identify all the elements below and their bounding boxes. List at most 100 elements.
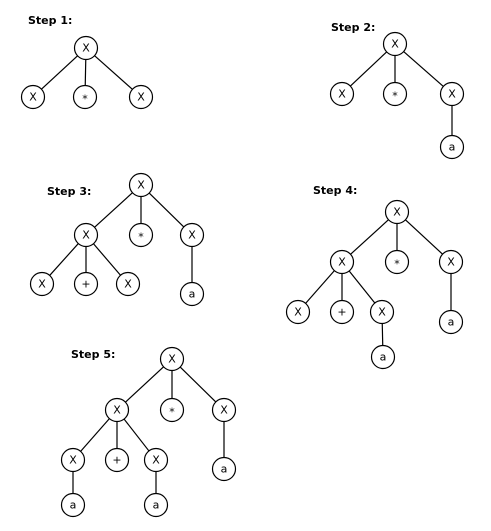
nonterminal-x-node: X xyxy=(73,35,99,61)
node-label: X xyxy=(69,454,77,467)
node-label: X xyxy=(113,404,121,417)
node-label: * xyxy=(82,93,88,106)
terminal-a-node: a xyxy=(211,456,237,482)
tree-edge xyxy=(148,192,185,228)
node-label: X xyxy=(82,229,90,242)
node-circle xyxy=(143,492,169,518)
nonterminal-x-node: X xyxy=(179,222,205,248)
nonterminal-x-node: X xyxy=(20,84,46,110)
step-5-title: Step 5: xyxy=(71,348,115,361)
step-1-title: Step 1: xyxy=(28,14,72,27)
node-circle xyxy=(128,84,154,110)
times-symbol-node: * xyxy=(128,222,154,248)
node-label: X xyxy=(220,404,228,417)
node-label: a xyxy=(448,316,455,329)
tree-edge xyxy=(179,366,217,403)
tree-edge xyxy=(125,366,164,403)
node-label: + xyxy=(337,306,346,319)
node-circle xyxy=(384,249,410,275)
node-label: * xyxy=(138,231,144,244)
tree-edge xyxy=(405,219,443,255)
node-label: X xyxy=(152,454,160,467)
node-circle xyxy=(329,299,355,325)
terminal-a-node: a xyxy=(179,281,205,307)
node-circle xyxy=(60,492,86,518)
node-circle xyxy=(382,31,408,57)
node-circle xyxy=(104,397,130,423)
node-circle xyxy=(73,222,99,248)
node-circle xyxy=(285,299,311,325)
node-label: X xyxy=(448,88,456,101)
node-circle xyxy=(369,299,395,325)
node-label: X xyxy=(82,42,90,55)
nonterminal-x-node: X xyxy=(128,84,154,110)
node-label: a xyxy=(221,463,228,476)
nonterminal-x-node: X xyxy=(329,249,355,275)
step-4-title: Step 4: xyxy=(313,184,357,197)
nonterminal-x-node: X xyxy=(73,222,99,248)
node-label: * xyxy=(392,90,398,103)
node-circle xyxy=(72,84,98,110)
node-label: a xyxy=(380,351,387,364)
terminal-a-node: a xyxy=(143,492,169,518)
plus-symbol-node: + xyxy=(329,299,355,325)
tree-edge xyxy=(305,270,335,304)
nonterminal-x-node: X xyxy=(438,249,464,275)
nonterminal-x-node: X xyxy=(115,271,141,297)
node-circle xyxy=(211,456,237,482)
node-label: X xyxy=(393,206,401,219)
times-symbol-node: * xyxy=(384,249,410,275)
node-circle xyxy=(128,172,154,198)
nonterminal-x-node: X xyxy=(384,199,410,225)
nonterminal-x-node: X xyxy=(329,81,355,107)
terminal-a-node: a xyxy=(439,134,465,160)
node-circle xyxy=(20,84,46,110)
node-label: a xyxy=(153,499,160,512)
node-label: * xyxy=(169,406,175,419)
tree-edge xyxy=(93,243,121,276)
node-label: X xyxy=(391,38,399,51)
node-label: a xyxy=(449,141,456,154)
terminal-a-node: a xyxy=(370,344,396,370)
node-label: + xyxy=(81,278,90,291)
node-circle xyxy=(159,346,185,372)
tree-edge xyxy=(80,418,110,452)
nonterminal-x-node: X xyxy=(29,271,55,297)
nonterminal-x-node: X xyxy=(104,397,130,423)
node-circle xyxy=(104,447,130,473)
nonterminal-x-node: X xyxy=(211,397,237,423)
node-circle xyxy=(329,249,355,275)
tree-edge xyxy=(403,51,444,87)
node-circle xyxy=(73,271,99,297)
node-label: X xyxy=(137,91,145,104)
step-1-tree: Step 1: X X * X xyxy=(20,14,154,110)
node-circle xyxy=(73,35,99,61)
step-4-tree: Step 4: X X * X X + Xa a xyxy=(285,184,464,370)
node-label: X xyxy=(378,306,386,319)
node-circle xyxy=(179,281,205,307)
step-2-title: Step 2: xyxy=(331,21,375,34)
tree-edge xyxy=(349,51,388,87)
nonterminal-x-node: X xyxy=(382,31,408,57)
node-label: X xyxy=(38,278,46,291)
nonterminal-x-node: X xyxy=(285,299,311,325)
tree-edge xyxy=(350,219,389,255)
nonterminal-x-node: X xyxy=(60,447,86,473)
node-circle xyxy=(60,447,86,473)
times-symbol-node: * xyxy=(72,84,98,110)
tree-edge xyxy=(84,59,87,86)
node-circle xyxy=(384,199,410,225)
times-symbol-node: * xyxy=(159,397,185,423)
step-2-tree: Step 2: X X * Xa xyxy=(329,21,465,160)
node-label: * xyxy=(394,258,400,271)
node-circle xyxy=(382,81,408,107)
node-circle xyxy=(370,344,396,370)
step-3-title: Step 3: xyxy=(47,185,91,198)
node-circle xyxy=(439,81,465,107)
nonterminal-x-node: X xyxy=(369,299,395,325)
node-label: X xyxy=(294,306,302,319)
tree-edge xyxy=(41,55,78,90)
tree-edge xyxy=(49,243,79,276)
